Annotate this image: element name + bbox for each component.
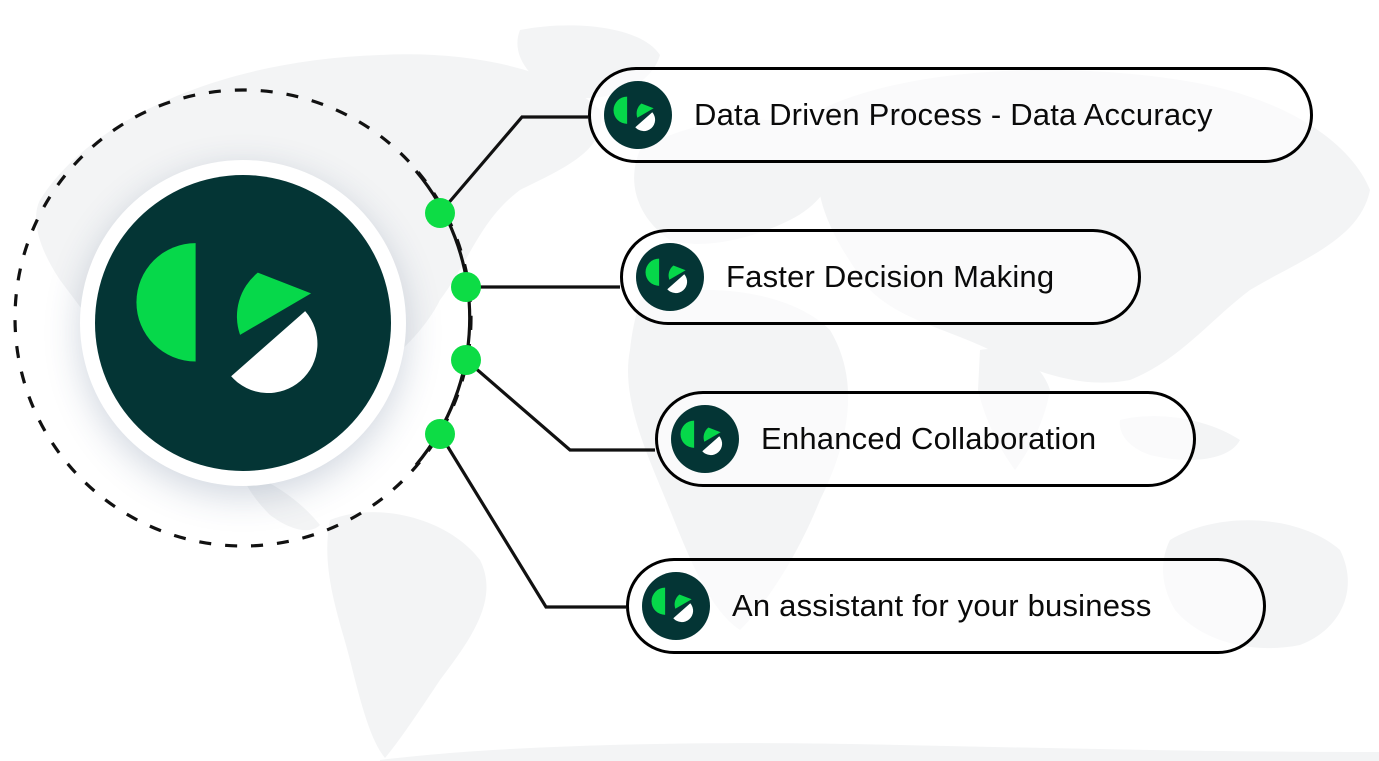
connector-node-2 [451,272,481,302]
brand-logo-icon [604,81,672,149]
connector-node-3 [451,345,481,375]
hub-logo [95,175,391,471]
connector-line-4 [438,433,626,609]
feature-pill-4: An assistant for your business [626,558,1266,654]
feature-pill-1: Data Driven Process - Data Accuracy [588,67,1313,163]
brand-logo-icon [642,572,710,640]
connector-node-1 [425,198,455,228]
feature-label: An assistant for your business [732,588,1152,623]
feature-label: Faster Decision Making [726,259,1055,294]
feature-pill-3: Enhanced Collaboration [655,391,1196,487]
feature-label: Data Driven Process - Data Accuracy [694,97,1213,132]
feature-pill-2: Faster Decision Making [620,229,1141,325]
brand-logo-icon [671,405,739,473]
connector-node-4 [425,419,455,449]
brand-logo-icon [636,243,704,311]
connector-line-3 [464,358,655,452]
feature-label: Enhanced Collaboration [761,421,1097,456]
connector-line-1 [438,115,588,215]
brand-logo-icon [136,243,318,394]
